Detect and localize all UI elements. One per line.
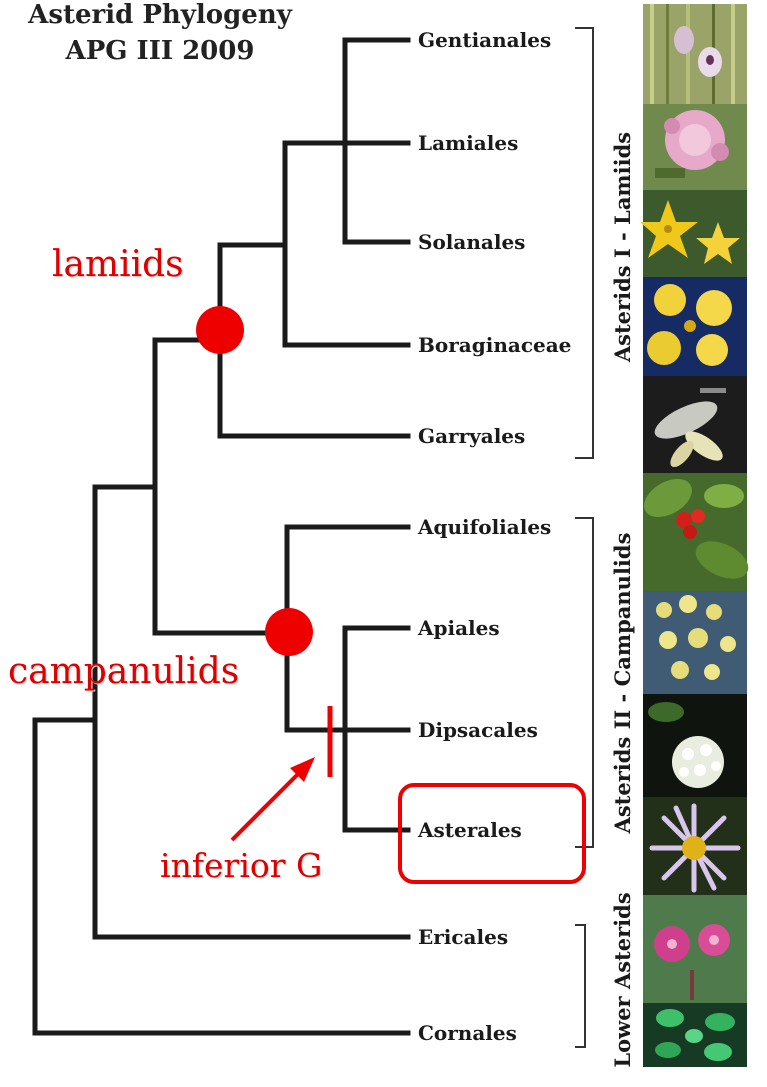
white-viburnum-flower-photo <box>643 694 747 797</box>
taxon-label-boraginaceae: Boraginaceae <box>418 333 571 357</box>
gentian-flower-photo <box>643 4 747 104</box>
annotation-lamiids: lamiids <box>52 244 184 285</box>
taxon-label-solanales: Solanales <box>418 230 525 254</box>
taxon-label-ericales: Ericales <box>418 925 508 949</box>
annotation-inferior-g: inferior G <box>160 846 322 885</box>
taxon-label-lamiales: Lamiales <box>418 131 518 155</box>
group-label-lamiids: Asterids I - Lamiids <box>608 97 638 397</box>
yellow-borage-flower-photo <box>643 277 747 376</box>
group-brackets <box>575 28 593 1047</box>
aster-flower-photo <box>643 797 747 895</box>
taxon-label-dipsacales: Dipsacales <box>418 718 538 742</box>
taxon-label-gentianales: Gentianales <box>418 28 551 52</box>
yellow-umbel-flower-photo <box>643 591 747 694</box>
bracket-lamiids <box>575 28 593 458</box>
taxon-label-apiales: Apiales <box>418 616 500 640</box>
lamiids-node-marker <box>196 306 244 354</box>
taxon-label-cornales: Cornales <box>418 1021 517 1045</box>
campanulids-node-marker <box>265 608 313 656</box>
pink-rhododendron-flower-photo <box>643 895 747 1003</box>
taxon-label-garryales: Garryales <box>418 424 525 448</box>
annotation-campanulids: campanulids <box>8 651 239 692</box>
bee-balm-flower-photo <box>643 104 747 190</box>
bracket-lower-asterids <box>575 925 585 1047</box>
holly-berries-photo <box>637 471 754 591</box>
silver-leaf-photo <box>643 376 747 473</box>
photo-strip <box>637 4 754 1067</box>
group-label-campanulids: Asterids II - Campanulids <box>608 508 638 858</box>
taxon-label-aquifoliales: Aquifoliales <box>418 515 551 539</box>
yellow-star-flower-photo <box>640 190 747 277</box>
taxon-label-asterales: Asterales <box>418 818 522 842</box>
green-dogwood-leaves-photo <box>643 1003 747 1067</box>
inferior-ovary-arrow-shaft <box>232 770 302 840</box>
group-label-lower-asterids: Lower Asterids <box>608 890 638 1070</box>
